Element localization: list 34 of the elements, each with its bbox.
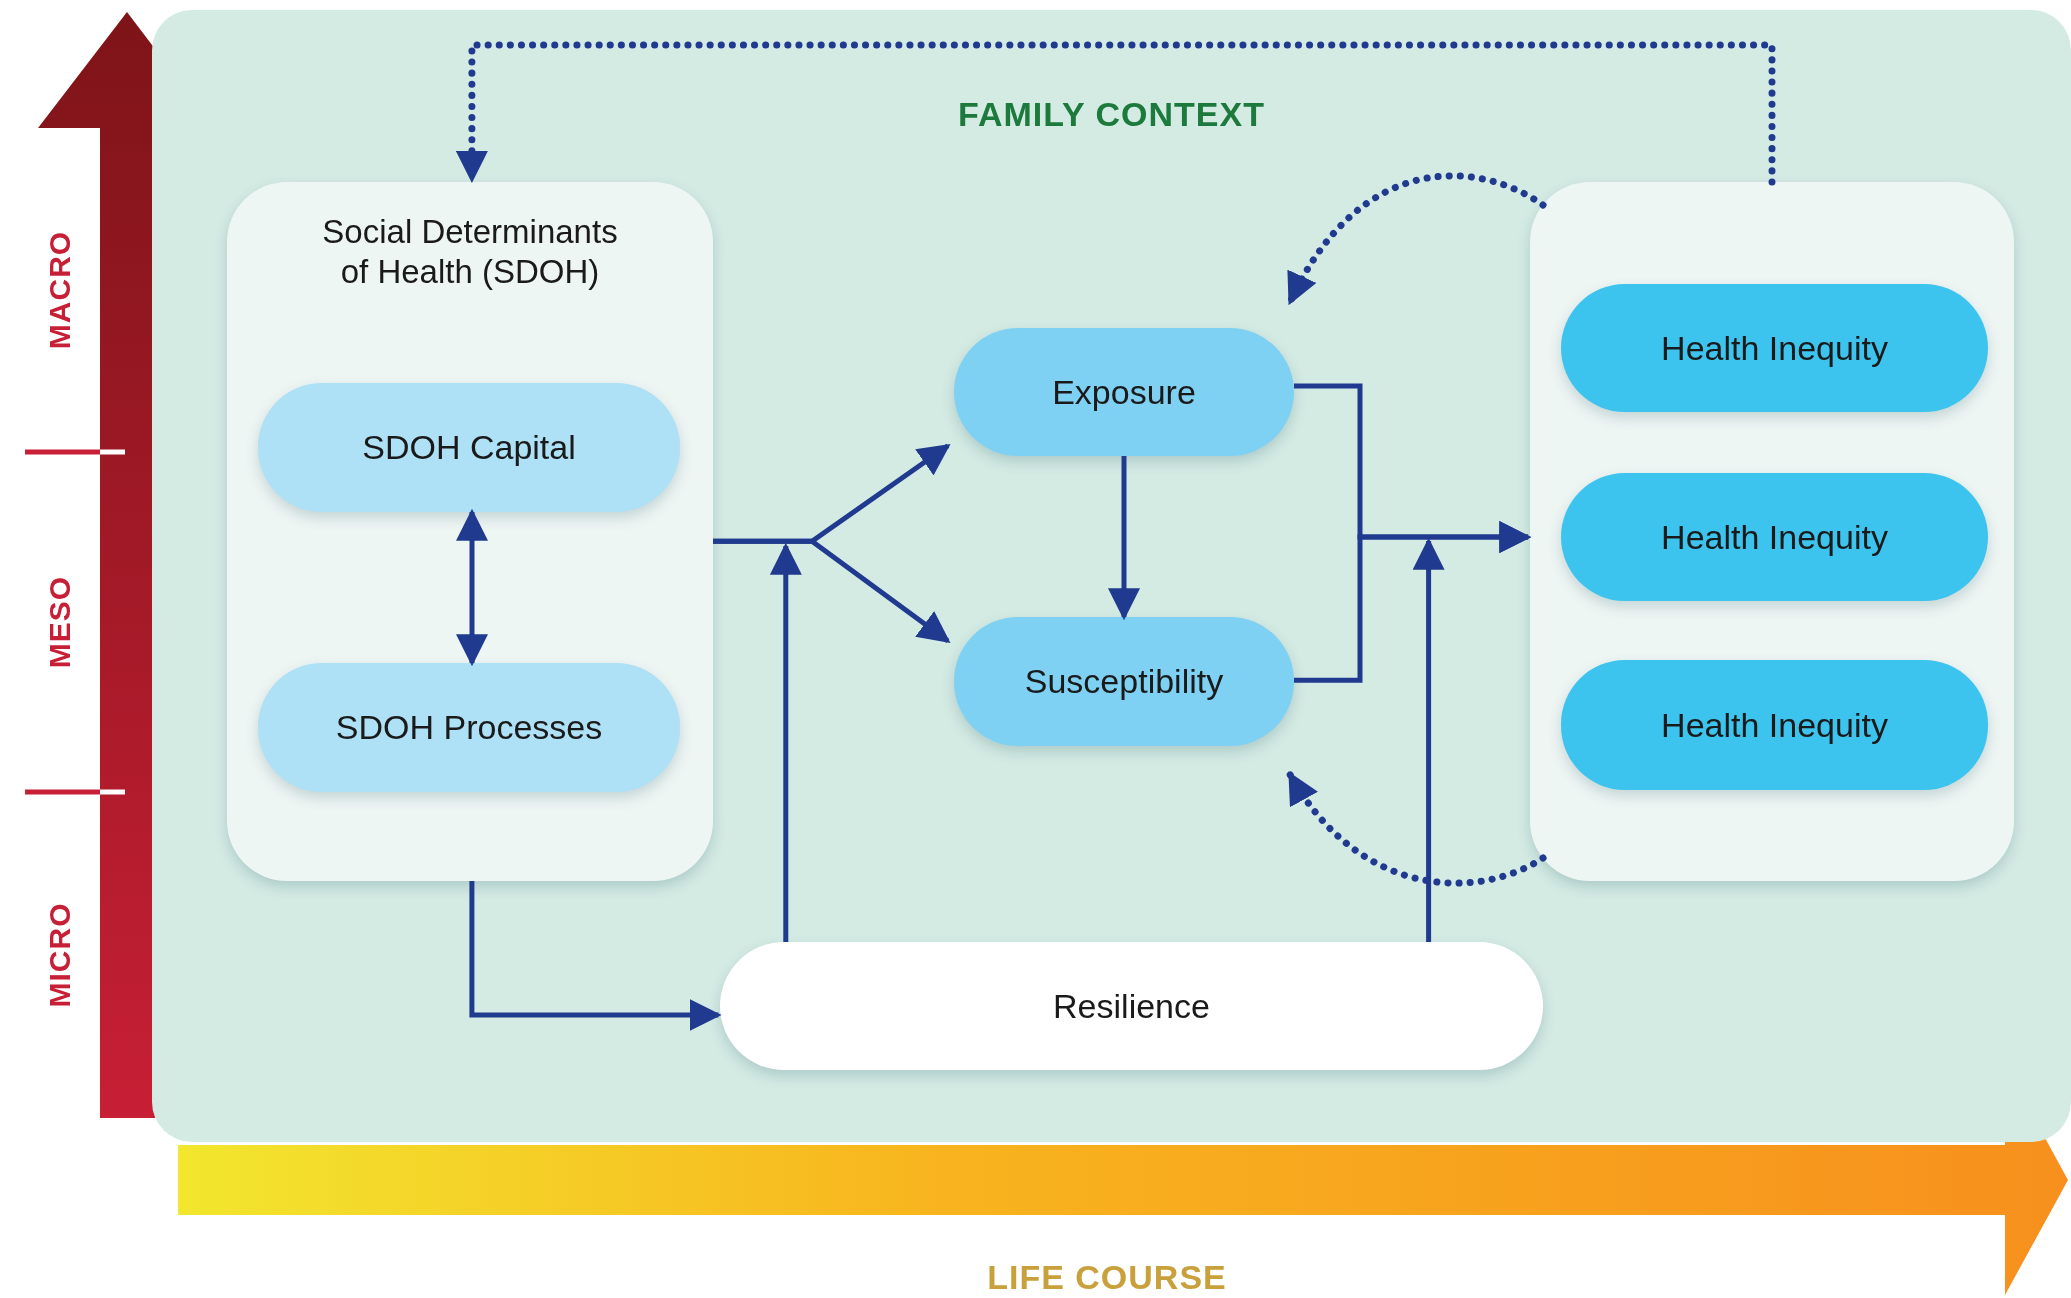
arrow: [769, 542, 802, 942]
outcome-pill: [1561, 284, 1988, 412]
arrow: [1412, 537, 1445, 942]
dotted-arrow: [455, 41, 1776, 186]
node-label: SDOH Processes: [335, 707, 603, 748]
outcome-pill: [1561, 660, 1988, 790]
axis-level-label: MICRO: [43, 902, 77, 1008]
axis-title: LIFE COURSE: [987, 1257, 1227, 1297]
group-container: [1530, 182, 2014, 881]
axis-level-label: MESO: [43, 575, 77, 669]
node-label: Exposure: [1052, 371, 1196, 413]
node-label: Health Inequity: [1661, 516, 1888, 558]
group-title: Social Determinants of Health (SDOH): [321, 212, 619, 292]
node-label: Resilience: [1053, 985, 1210, 1027]
panel-title: FAMILY CONTEXT: [958, 94, 1265, 135]
node-label: Health Inequity: [1661, 327, 1888, 369]
process-pill: [258, 383, 680, 512]
process-pill: [954, 328, 1294, 456]
arrow: [713, 538, 951, 643]
node-label: SDOH Capital: [362, 427, 576, 468]
dotted-arrow: [1286, 770, 1547, 887]
context-panel: [152, 10, 2071, 1142]
arrow: [1108, 456, 1140, 621]
arrow: [1294, 521, 1532, 683]
outcome-pill: [1561, 473, 1988, 601]
axis-level-label: MACRO: [43, 230, 77, 350]
node-label: Susceptibility: [1024, 661, 1224, 702]
process-pill: [258, 663, 680, 792]
group-container: [227, 182, 713, 881]
dotted-arrow: [1286, 172, 1547, 306]
process-pill: [954, 617, 1294, 746]
arrow: [469, 881, 722, 1031]
node-label: Health Inequity: [1661, 704, 1888, 746]
arrow: [456, 508, 488, 667]
